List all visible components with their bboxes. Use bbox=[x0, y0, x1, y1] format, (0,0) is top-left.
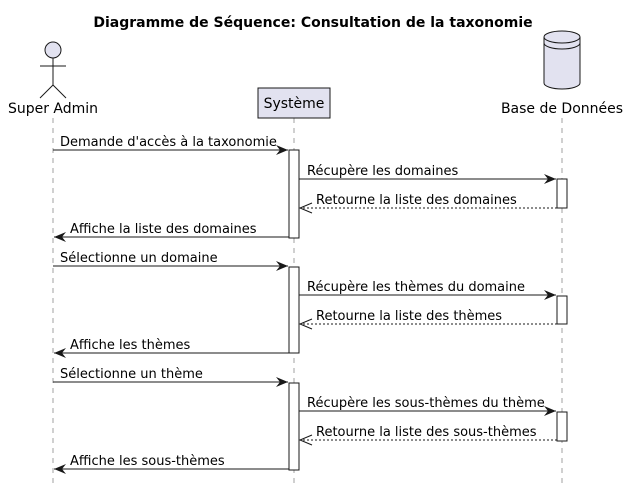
message-label: Affiche la liste des domaines bbox=[70, 222, 257, 237]
message-5: Sélectionne un domaine bbox=[53, 251, 288, 271]
arrowhead-icon bbox=[544, 406, 556, 416]
message-label: Affiche les thèmes bbox=[70, 338, 190, 353]
message-9: Sélectionne un thème bbox=[53, 367, 288, 387]
message-3: Retourne la liste des domaines bbox=[298, 193, 557, 214]
message-12: Affiche les sous-thèmes bbox=[54, 454, 289, 474]
stick-figure-icon bbox=[39, 41, 67, 99]
message-6: Récupère les thèmes du domaine bbox=[299, 280, 556, 300]
arrowhead-icon bbox=[54, 348, 66, 358]
arrowhead-icon bbox=[298, 318, 313, 330]
arrowhead-icon bbox=[298, 202, 313, 214]
message-1: Demande d'accès à la taxonomie bbox=[53, 135, 288, 155]
message-label: Récupère les thèmes du domaine bbox=[307, 280, 525, 295]
participant-box bbox=[257, 87, 331, 119]
participant-label: Super Admin bbox=[8, 101, 98, 117]
diagram-title: Diagramme de Séquence: Consultation de l… bbox=[93, 15, 532, 31]
arrowhead-icon bbox=[544, 290, 556, 300]
message-label: Sélectionne un domaine bbox=[60, 251, 218, 266]
activation-systeme-3 bbox=[288, 382, 300, 471]
arrowhead-icon bbox=[276, 261, 288, 271]
arrowhead-icon bbox=[54, 232, 66, 242]
activation-db-3 bbox=[556, 411, 568, 442]
message-11: Retourne la liste des sous-thèmes bbox=[298, 425, 557, 446]
participant-systeme: Système bbox=[257, 87, 331, 119]
database-icon bbox=[543, 30, 581, 90]
activation-systeme-1 bbox=[288, 149, 300, 239]
message-10: Récupère les sous-thèmes du thème bbox=[299, 396, 556, 416]
message-8: Affiche les thèmes bbox=[54, 338, 289, 358]
message-label: Demande d'accès à la taxonomie bbox=[60, 135, 277, 150]
message-7: Retourne la liste des thèmes bbox=[298, 309, 557, 330]
arrowhead-icon bbox=[298, 434, 313, 446]
message-label: Récupère les domaines bbox=[307, 164, 458, 179]
arrowhead-icon bbox=[54, 464, 66, 474]
activation-systeme-2 bbox=[288, 266, 300, 354]
message-4: Affiche la liste des domaines bbox=[54, 222, 289, 242]
activation-db-2 bbox=[556, 295, 568, 325]
message-label: Récupère les sous-thèmes du thème bbox=[307, 396, 545, 411]
message-2: Récupère les domaines bbox=[299, 164, 556, 184]
message-label: Affiche les sous-thèmes bbox=[70, 454, 225, 469]
arrowhead-icon bbox=[276, 377, 288, 387]
activation-db-1 bbox=[556, 178, 568, 209]
message-label: Sélectionne un thème bbox=[60, 367, 203, 382]
participant-base-de-donnees: Base de Données bbox=[501, 30, 623, 117]
participant-label: Base de Données bbox=[501, 101, 623, 117]
arrowhead-icon bbox=[276, 145, 288, 155]
message-label: Retourne la liste des domaines bbox=[316, 193, 517, 208]
participant-super-admin: Super Admin bbox=[8, 41, 98, 117]
participant-label: Système bbox=[264, 96, 325, 112]
arrowhead-icon bbox=[544, 174, 556, 184]
message-label: Retourne la liste des thèmes bbox=[316, 309, 502, 324]
message-label: Retourne la liste des sous-thèmes bbox=[316, 425, 537, 440]
